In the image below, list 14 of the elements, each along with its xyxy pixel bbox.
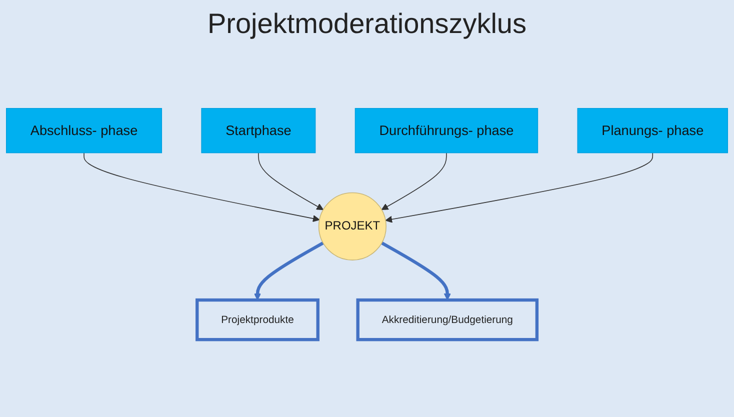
node-box: Startphase [201,108,316,154]
diagram-title: Projektmoderationszyklus [206,8,528,40]
node-box: Planungs- phase [577,108,728,154]
arrow [258,152,324,210]
arrow [385,152,654,223]
node-circle: PROJEKT [318,192,386,260]
arrow [381,152,447,210]
arrow [380,242,451,300]
node-box: Durchführungs- phase [354,108,538,154]
node-box: Abschluss- phase [6,108,162,154]
node-box: Projektprodukte [196,298,320,342]
node-box: Akkreditierung/Budgetierung [356,298,539,342]
arrow [84,152,320,222]
arrow [254,242,324,300]
